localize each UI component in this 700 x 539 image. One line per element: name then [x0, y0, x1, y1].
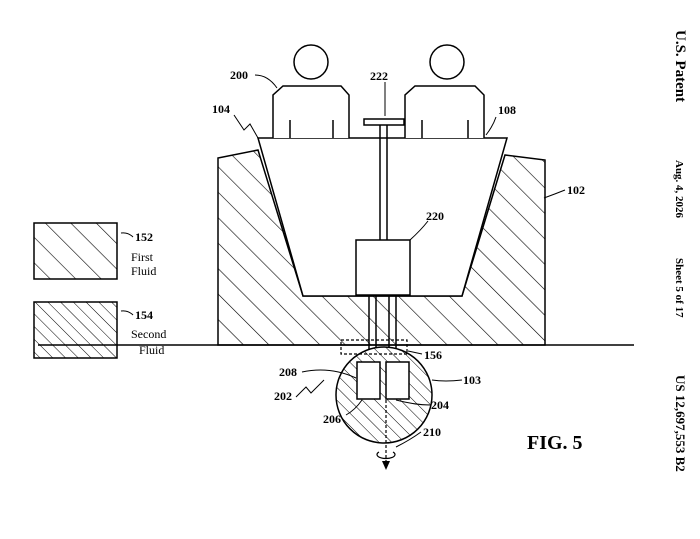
person-right — [405, 45, 484, 138]
ref-200: 200 — [230, 68, 248, 82]
patent-header: U.S. Patent Aug. 4, 2026 Sheet 5 of 17 U… — [672, 30, 688, 472]
patent-number: US 12,697,553 B2 — [673, 375, 688, 472]
ref-202: 202 — [274, 389, 292, 403]
ref-210: 210 — [423, 425, 441, 439]
patent-date: Aug. 4, 2026 — [673, 160, 685, 219]
legend-label-first-line1: First — [131, 250, 154, 264]
ref-102: 102 — [567, 183, 585, 197]
ref-204: 204 — [431, 398, 449, 412]
legend-swatch-first-fluid — [34, 223, 117, 279]
legend-swatch-second-fluid — [34, 302, 117, 358]
ref-222: 222 — [370, 69, 388, 83]
ref-220: 220 — [426, 209, 444, 223]
ref-208: 208 — [279, 365, 297, 379]
ref-156: 156 — [424, 348, 442, 362]
figure-label: FIG. 5 — [527, 432, 583, 454]
ref-206: 206 — [323, 412, 341, 426]
person-left — [273, 45, 349, 138]
legend-ref-first-fluid: 152 — [135, 230, 153, 244]
legend-label-first-line2: Fluid — [131, 264, 156, 278]
legend-label-second-line2: Fluid — [139, 343, 164, 357]
ref-108: 108 — [498, 103, 516, 117]
legend-label-second-line1: Second — [131, 327, 166, 341]
ref-103: 103 — [463, 373, 481, 387]
patent-office-label: U.S. Patent — [672, 30, 688, 102]
sheet-number: Sheet 5 of 17 — [673, 258, 685, 318]
ref-104: 104 — [212, 102, 230, 116]
legend-ref-second-fluid: 154 — [135, 308, 153, 322]
